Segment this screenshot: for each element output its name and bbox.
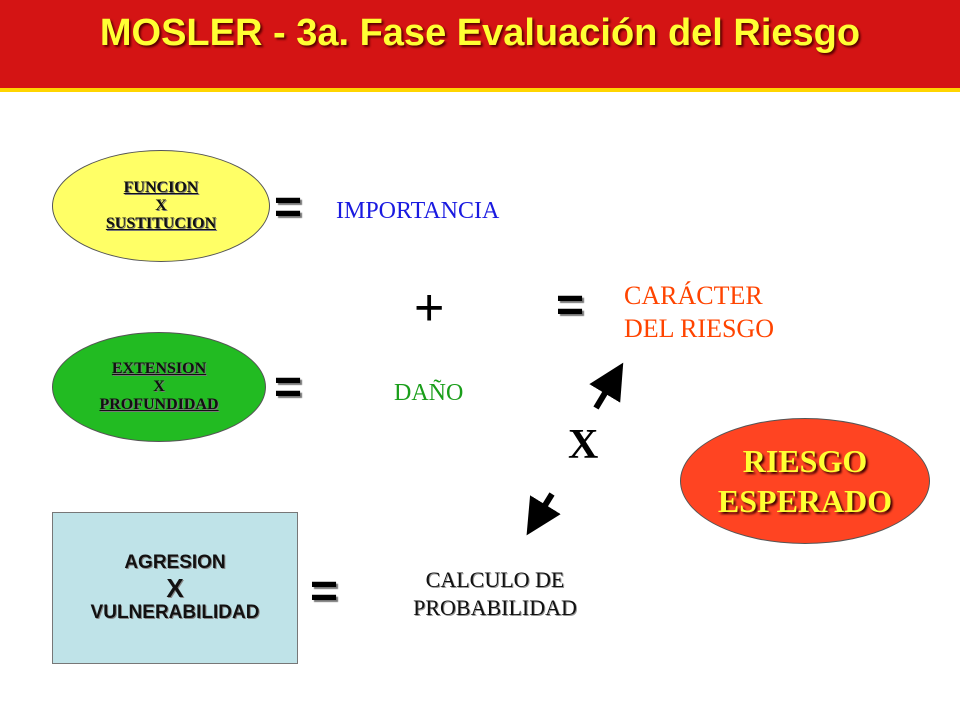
equals-caracter: = bbox=[556, 279, 585, 332]
caracter-line2: DEL RIESGO bbox=[624, 313, 774, 343]
funcion-sustitucion-ellipse: FUNCION X SUSTITUCION bbox=[52, 150, 270, 262]
agresion-vulnerabilidad-box: AGRESION X VULNERABILIDAD bbox=[52, 512, 298, 664]
riesgo-esperado-ellipse: RIESGO ESPERADO bbox=[680, 418, 930, 544]
equals-calculo: = bbox=[310, 565, 339, 618]
calculo-line1: CALCULO DE bbox=[425, 567, 565, 592]
profundidad-label: PROFUNDIDAD bbox=[99, 395, 219, 413]
page-title: MOSLER - 3a. Fase Evaluación del Riesgo bbox=[99, 12, 861, 54]
agresion-multiply: X bbox=[166, 572, 184, 603]
title-banner: MOSLER - 3a. Fase Evaluación del Riesgo bbox=[0, 0, 960, 88]
extension-multiply: X bbox=[153, 378, 165, 396]
vulnerabilidad-label: VULNERABILIDAD bbox=[90, 602, 260, 624]
calculo-probabilidad-label: CALCULO DE PROBABILIDAD bbox=[380, 566, 610, 621]
plus-symbol: + bbox=[414, 279, 445, 337]
equals-importancia: = bbox=[274, 181, 303, 234]
caracter-del-riesgo-label: CARÁCTER DEL RIESGO bbox=[624, 280, 774, 345]
dano-label: DAÑO bbox=[394, 380, 464, 406]
agresion-label: AGRESION bbox=[124, 551, 226, 573]
arrow-up-to-caracter bbox=[589, 362, 624, 410]
calculo-line2: PROBABILIDAD bbox=[413, 594, 577, 620]
riesgo-label: RIESGO bbox=[742, 443, 868, 479]
sustitucion-label: SUSTITUCION bbox=[105, 214, 217, 232]
extension-label: EXTENSION bbox=[111, 360, 207, 378]
importancia-label: IMPORTANCIA bbox=[336, 198, 500, 224]
title-underline bbox=[0, 88, 960, 92]
equals-dano: = bbox=[274, 361, 303, 414]
funcion-multiply: X bbox=[155, 197, 167, 215]
extension-profundidad-ellipse: EXTENSION X PROFUNDIDAD bbox=[52, 332, 266, 442]
arrow-down-to-calculo bbox=[526, 492, 561, 536]
esperado-label: ESPERADO bbox=[717, 483, 893, 519]
multiply-symbol: X bbox=[568, 422, 599, 468]
funcion-label: FUNCION bbox=[123, 179, 199, 197]
caracter-line1: CARÁCTER bbox=[624, 281, 763, 310]
